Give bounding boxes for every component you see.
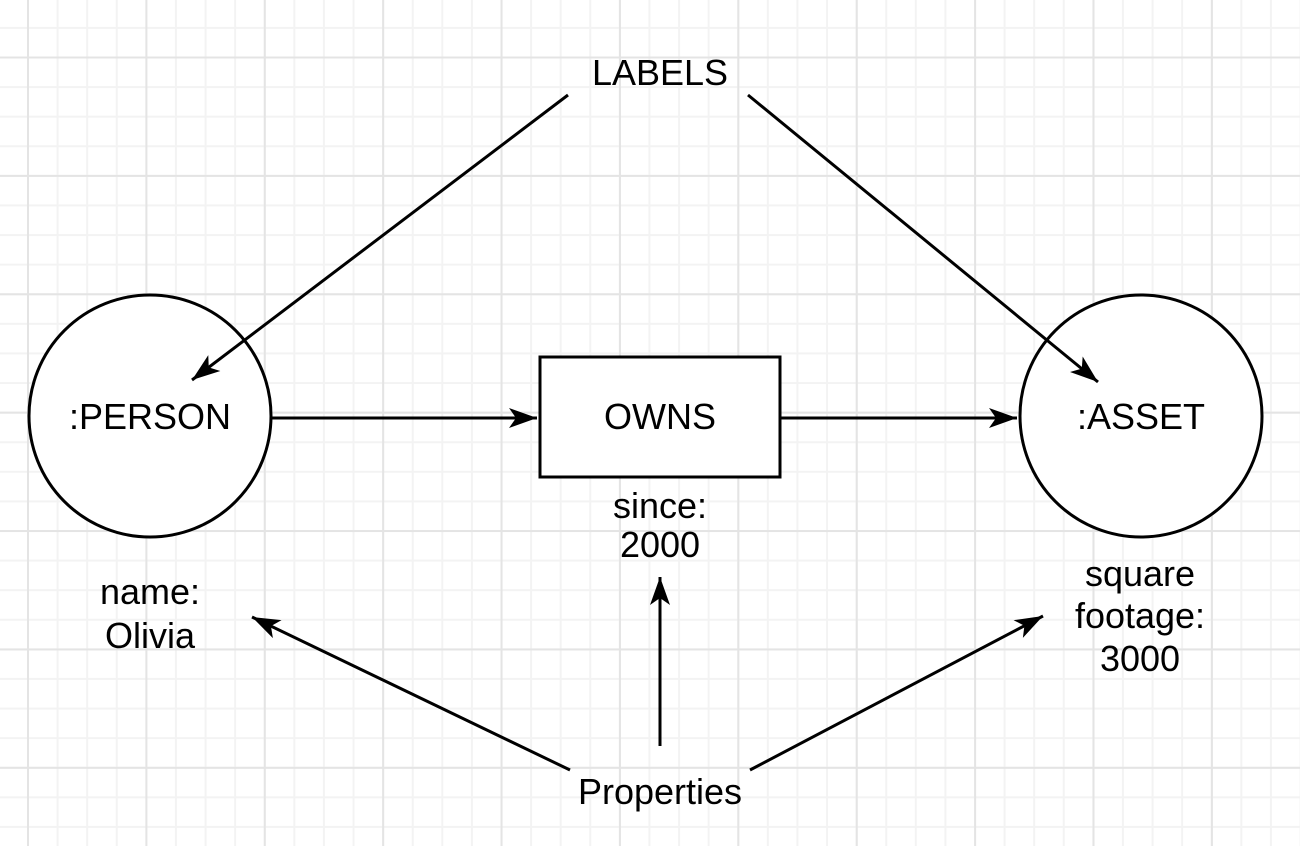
properties-title: Properties: [578, 771, 742, 812]
since-property-line1: since:: [613, 485, 707, 526]
asset-node-circle: [1018, 293, 1264, 539]
arrow-properties-to-name: [251, 615, 571, 772]
since-property-line2: 2000: [620, 524, 700, 565]
asset-node-label: :ASSET: [1077, 396, 1205, 437]
sqft-property-line2: footage:: [1075, 595, 1205, 636]
arrow-labels-to-person: [191, 93, 569, 382]
owns-relationship-label: OWNS: [604, 396, 716, 437]
labels-title: LABELS: [592, 52, 728, 93]
name-property-line1: name:: [100, 571, 200, 612]
sqft-property-line3: 3000: [1100, 638, 1180, 679]
arrow-labels-to-asset: [747, 93, 1099, 384]
sqft-property-line1: square: [1085, 553, 1195, 594]
owns-relationship-box: [538, 355, 782, 479]
person-node-label: :PERSON: [69, 396, 231, 437]
arrow-properties-to-sqft: [749, 614, 1044, 772]
name-property-line2: Olivia: [105, 615, 196, 656]
